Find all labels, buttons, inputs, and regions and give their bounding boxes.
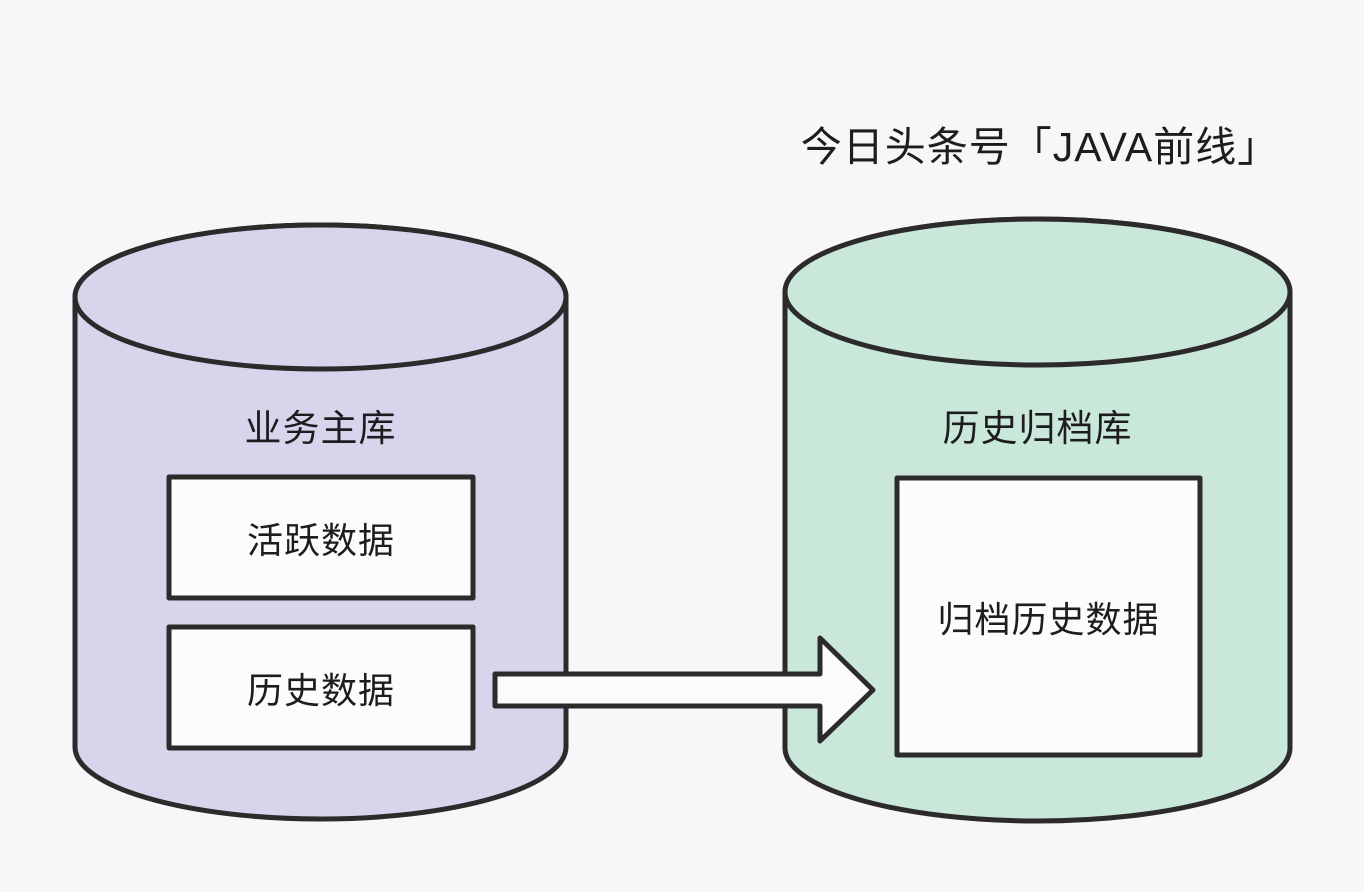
source-database-label: 业务主库 (244, 408, 397, 449)
page-title: 今日头条号「JAVA前线」 (800, 124, 1280, 170)
source-cylinder-top (72, 222, 569, 372)
archive-data-box-label: 归档历史数据 (937, 598, 1160, 640)
history-data-box-label: 历史数据 (246, 669, 395, 711)
target-database-label: 历史归档库 (942, 408, 1133, 449)
target-cylinder-top (782, 216, 1293, 368)
archive-data-box (894, 475, 1203, 758)
archive-arrow (492, 635, 876, 744)
active-data-box-label: 活跃数据 (246, 519, 395, 561)
active-data-box (166, 474, 476, 601)
history-data-box (166, 624, 476, 751)
